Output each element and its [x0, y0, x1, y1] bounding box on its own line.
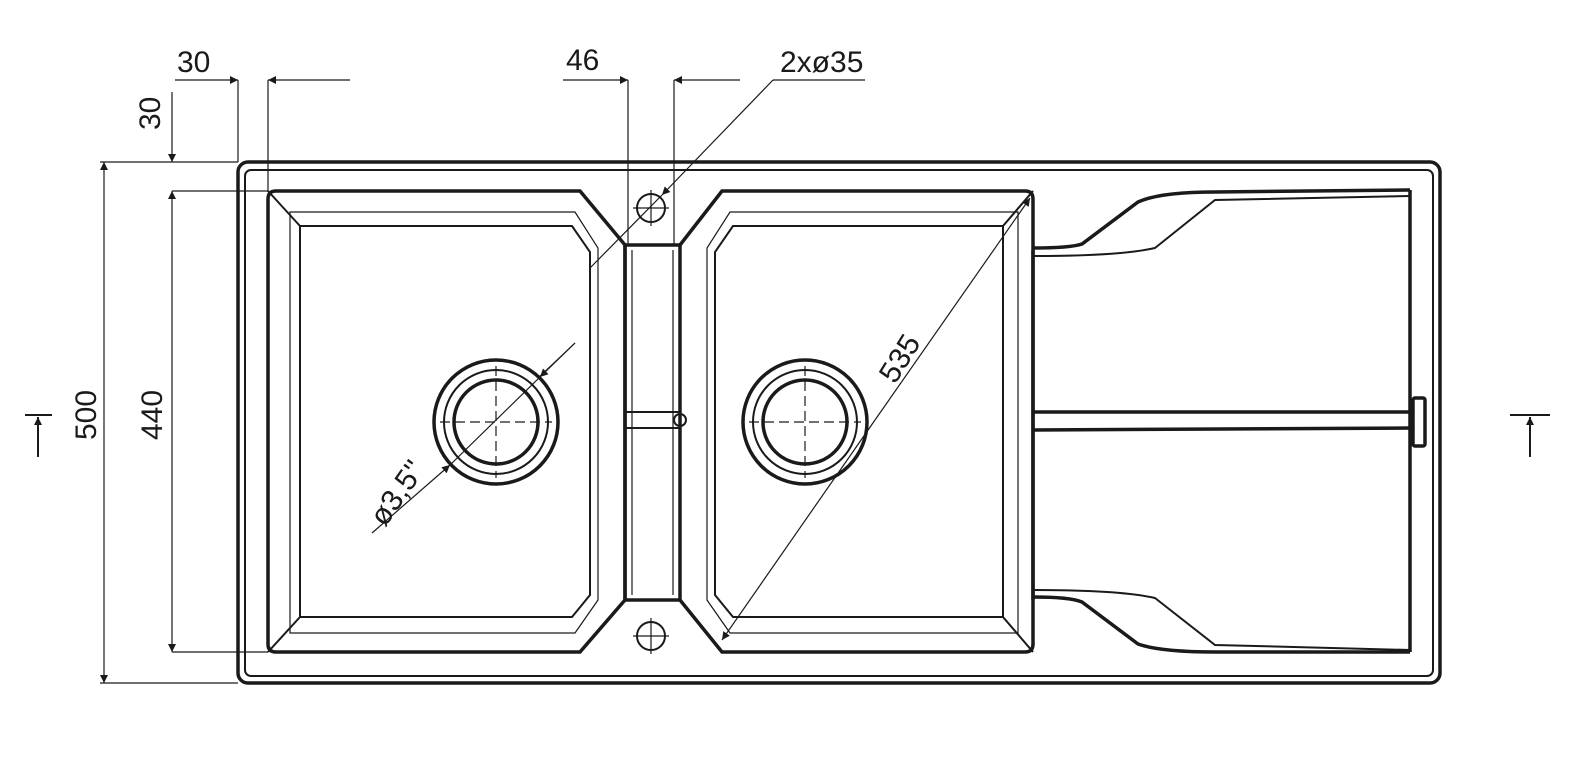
dimension-bowl-depth: 440	[136, 191, 268, 653]
right-drain	[741, 358, 869, 486]
dim-bowl-depth-label: 440	[136, 390, 169, 440]
tap-hole-top	[633, 190, 669, 226]
dimension-bowl-diagonal: 535	[721, 197, 1031, 641]
dim-tap-holes-label: 2xø35	[780, 46, 863, 79]
dimension-tap-holes: 2xø35	[589, 46, 865, 269]
tap-hole-bottom	[633, 618, 669, 654]
drainer	[1031, 188, 1427, 654]
dim-rim-top-label: 30	[177, 46, 210, 79]
section-marker-left	[25, 414, 52, 457]
sink-outline	[236, 160, 1442, 685]
dimension-drain: ø3,5''	[364, 342, 576, 534]
dim-tap-spacing-label: 46	[566, 44, 599, 77]
dimension-rim-left: 30	[100, 92, 268, 192]
section-marker-right	[1510, 414, 1550, 457]
dim-rim-left-label: 30	[134, 97, 167, 130]
left-drain	[432, 358, 560, 486]
left-bowl	[266, 189, 627, 654]
center-divider	[623, 243, 687, 602]
dimension-tap-spacing: 46	[563, 44, 740, 245]
dim-drain-label: ø3,5''	[364, 455, 432, 532]
dimension-overall-depth: 500	[70, 162, 238, 684]
dimension-rim-top: 30	[175, 46, 350, 191]
dim-bowl-diagonal-label: 535	[873, 329, 928, 389]
dim-overall-depth-label: 500	[70, 390, 103, 440]
